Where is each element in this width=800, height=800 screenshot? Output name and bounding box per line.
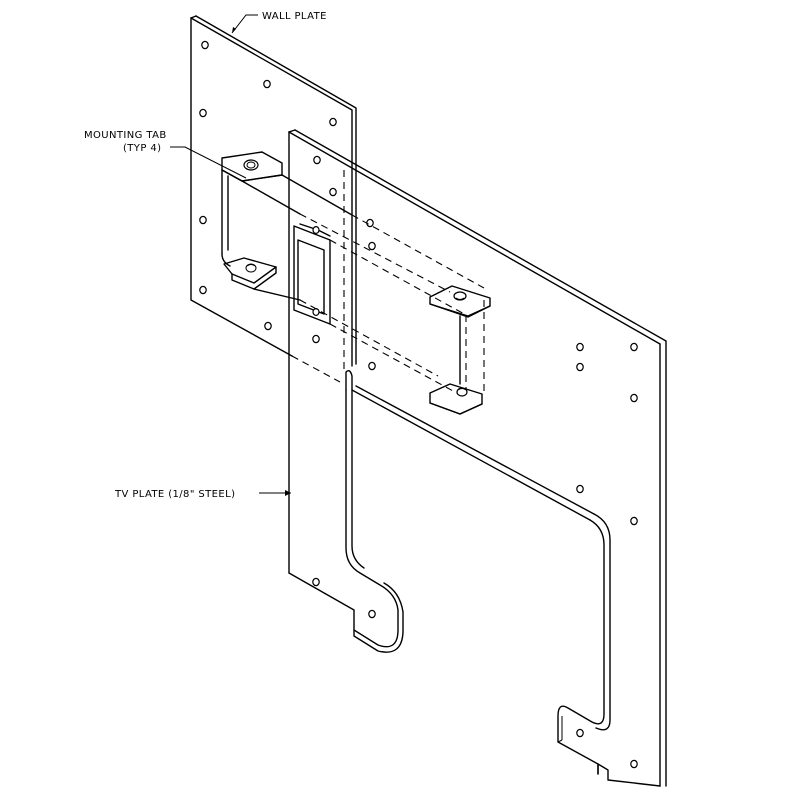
- mounting-tab-label: MOUNTING TAB: [84, 130, 167, 141]
- wall-plate-label: WALL PLATE: [262, 11, 327, 22]
- tv-plate-label: TV PLATE (1/8" STEEL): [114, 489, 235, 500]
- mounting-tab-typ-label: (TYP 4): [123, 143, 161, 154]
- wall-plate: [190, 15, 357, 383]
- mounting-tab-right: [429, 285, 491, 415]
- wall-plate-holes: [199, 40, 337, 331]
- bracket: [221, 151, 353, 325]
- bracket-hidden: [299, 213, 485, 399]
- leaders: [170, 14, 291, 496]
- tv-plate: [288, 129, 667, 787]
- tv-plate-holes: [312, 155, 638, 769]
